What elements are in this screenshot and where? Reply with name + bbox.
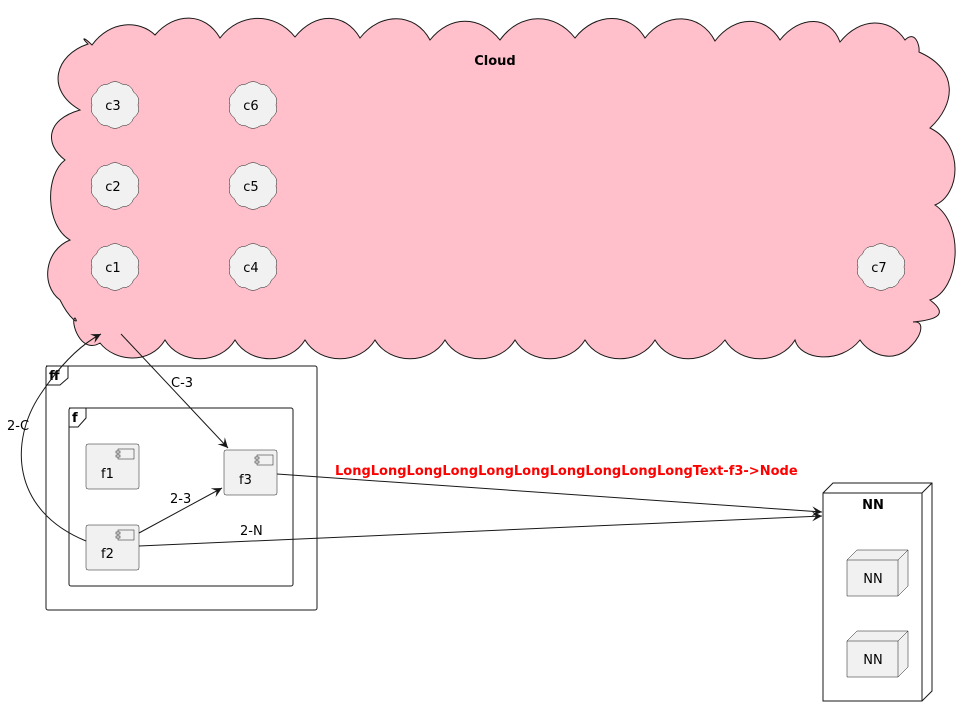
- component-icon: [115, 448, 135, 460]
- edge-f2-to-cloud[interactable]: 2-C: [7, 333, 102, 542]
- cloud-c5[interactable]: c5: [229, 162, 277, 210]
- cloud-c2[interactable]: c2: [91, 162, 139, 210]
- frame-f[interactable]: f: [68, 407, 294, 587]
- edge-label: C-3: [171, 376, 193, 391]
- component-f1[interactable]: f1: [85, 443, 140, 490]
- small-cloud-shape: [91, 162, 139, 210]
- node-nn-title: NN: [862, 498, 884, 513]
- edge-label: 2-C: [7, 419, 29, 434]
- cloud-c7-label: c7: [871, 261, 886, 276]
- small-cloud-shape: [229, 243, 277, 291]
- edge-label: 2-N: [240, 524, 263, 539]
- component-f2-label: f2: [101, 547, 114, 562]
- cloud-c2-label: c2: [105, 180, 120, 195]
- edge-label: 2-3: [170, 492, 191, 507]
- cloud-c4-label: c4: [243, 261, 258, 276]
- edge-f3-to-nn[interactable]: LongLongLongLongLongLongLongLongLongLong…: [276, 464, 823, 517]
- small-cloud-shape: [91, 243, 139, 291]
- small-cloud-shape: [229, 162, 277, 210]
- component-icon: [115, 529, 135, 541]
- frame-f-tab: [69, 407, 87, 428]
- frame-ff-tab: [46, 365, 69, 386]
- cloud-c4[interactable]: c4: [229, 243, 277, 291]
- cloud-c1-label: c1: [105, 261, 120, 276]
- cloud-c3-label: c3: [105, 99, 120, 114]
- cloud-c1[interactable]: c1: [91, 243, 139, 291]
- component-f3[interactable]: f3: [223, 449, 278, 496]
- small-cloud-shape: [857, 243, 905, 291]
- cloud-title: Cloud: [474, 54, 516, 69]
- edge-cloud-to-f3[interactable]: C-3: [120, 333, 229, 449]
- node-nn-child-label: NN: [863, 572, 882, 587]
- small-cloud-shape: [91, 81, 139, 129]
- component-icon: [254, 454, 274, 466]
- node-nn-child-1[interactable]: NN: [846, 549, 909, 597]
- component-f3-label: f3: [239, 473, 252, 488]
- cloud-shape: [47, 17, 956, 360]
- cloud-c3[interactable]: c3: [91, 81, 139, 129]
- frame-ff-title: ff: [49, 369, 60, 384]
- edge-f2-to-f3[interactable]: 2-3: [138, 487, 223, 534]
- node-nn-child-2[interactable]: NN: [846, 630, 909, 678]
- frame-ff[interactable]: ff: [45, 365, 318, 611]
- frame-f-title: f: [72, 411, 78, 426]
- cloud-c6[interactable]: c6: [229, 81, 277, 129]
- cloud-c7[interactable]: c7: [857, 243, 905, 291]
- component-f2[interactable]: f2: [85, 524, 140, 571]
- component-f1-label: f1: [101, 467, 114, 482]
- cloud-c6-label: c6: [243, 99, 258, 114]
- edge-f2-to-nn[interactable]: 2-N: [138, 511, 823, 547]
- edge-label-highlight: LongLongLongLongLongLongLongLongLongLong…: [335, 464, 798, 479]
- cloud-container[interactable]: Cloud: [47, 17, 956, 360]
- small-cloud-shape: [229, 81, 277, 129]
- cloud-c5-label: c5: [243, 180, 258, 195]
- node-nn-child-label: NN: [863, 653, 882, 668]
